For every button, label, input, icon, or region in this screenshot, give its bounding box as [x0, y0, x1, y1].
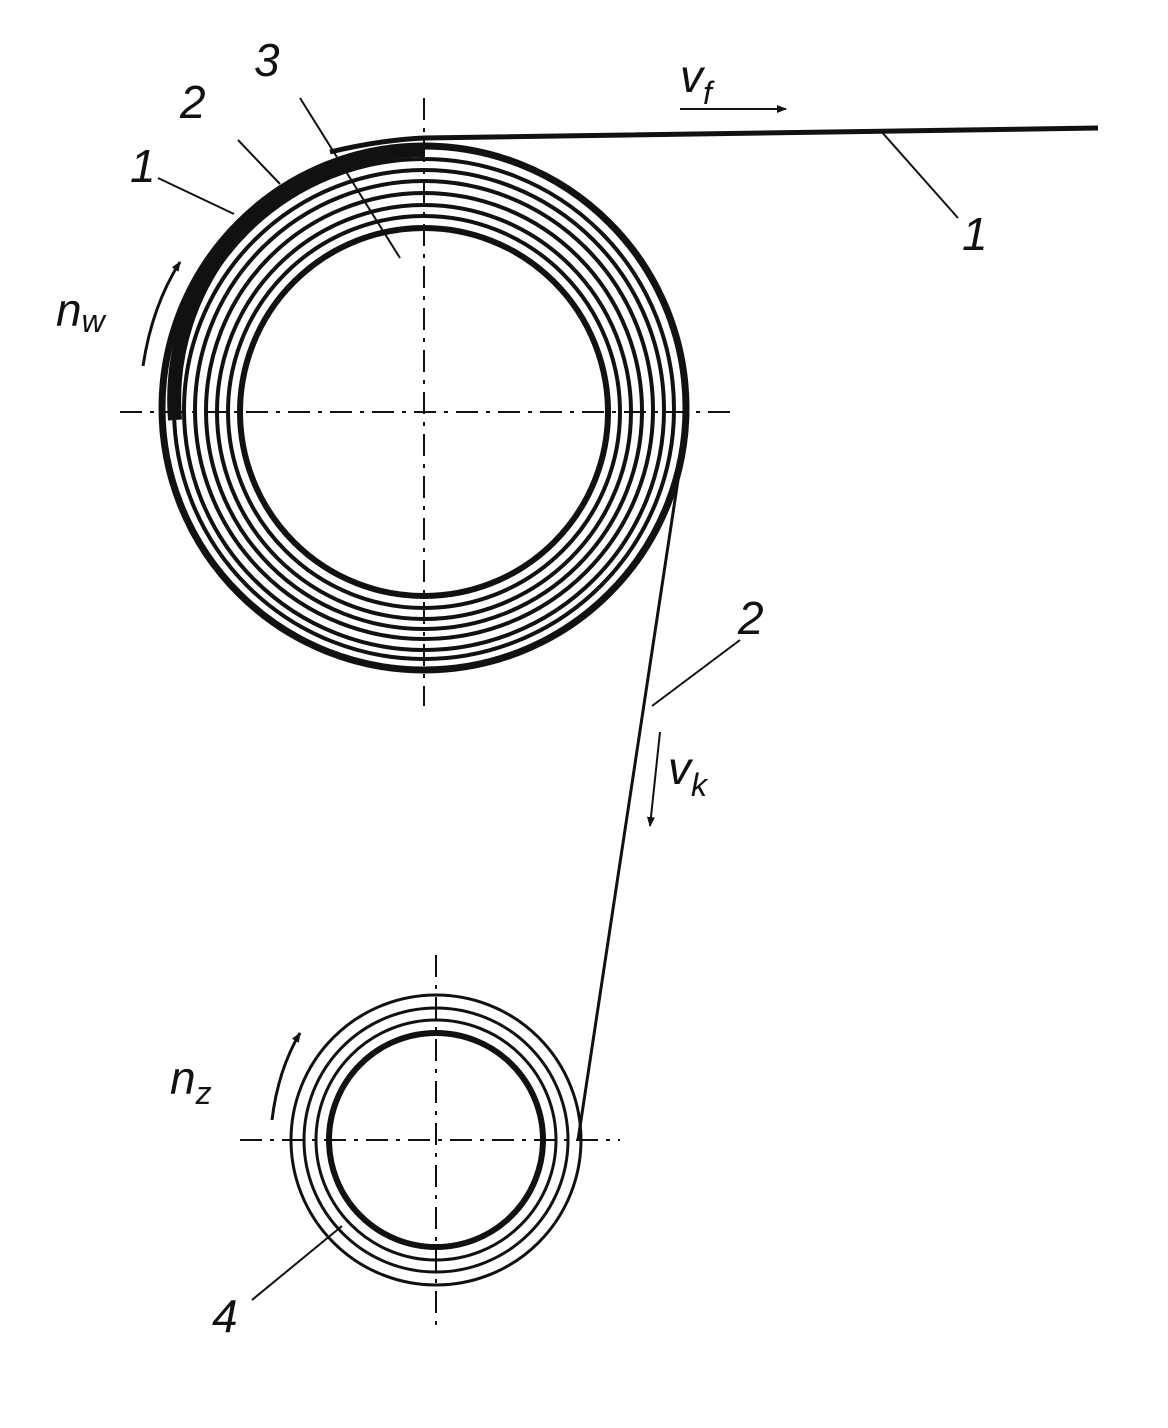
lower-roll-layer — [314, 1018, 558, 1262]
upper-roll-dense-band — [167, 143, 425, 421]
symbol-cable-speed-base: v — [668, 742, 694, 794]
symbol-cable-speed: vk — [668, 742, 709, 803]
leader-line-cable-strip — [651, 639, 741, 707]
label-second-layer: 2 — [179, 76, 206, 128]
upper-roll-core — [237, 225, 611, 599]
symbol-upper-rotation: nw — [56, 284, 107, 339]
upper-rotation-arrow — [141, 261, 182, 367]
upper-roll — [120, 98, 730, 706]
symbol-lower-rotation-base: n — [170, 1052, 196, 1104]
label-lower-roll: 4 — [212, 1290, 238, 1342]
film-strip — [329, 125, 1099, 155]
leader-line-outer-layer — [157, 177, 235, 215]
leader-line-second-layer — [237, 139, 281, 185]
lower-rotation-arrow — [270, 1032, 302, 1121]
upper-roll-layer — [215, 203, 633, 621]
symbol-lower-rotation: nz — [170, 1052, 212, 1111]
upper-roll-layer — [182, 168, 666, 652]
upper-roll-layer — [158, 142, 690, 674]
symbol-film-speed-sub: f — [703, 75, 715, 111]
leader-line-core — [299, 97, 401, 259]
label-core: 3 — [254, 34, 280, 86]
label-film-strip: 1 — [962, 208, 988, 260]
lower-roll-layer — [289, 993, 583, 1287]
symbol-upper-rotation-base: n — [56, 284, 82, 336]
cable-strip — [576, 413, 690, 1141]
upper-roll-layer — [226, 214, 622, 610]
label-outer-layer: 1 — [130, 140, 156, 192]
cable-speed-arrow — [646, 731, 661, 827]
symbol-film-speed: vf — [680, 50, 715, 111]
upper-roll-layer — [193, 179, 655, 641]
lower-roll — [240, 955, 620, 1330]
leader-line-lower-roll — [251, 1225, 343, 1301]
leader-line-film-strip — [879, 129, 959, 219]
lower-roll-layer — [302, 1006, 570, 1274]
symbol-upper-rotation-sub: w — [82, 303, 107, 339]
symbol-film-speed-base: v — [680, 50, 706, 102]
label-cable-strip: 2 — [737, 592, 764, 644]
lower-roll-core — [326, 1030, 546, 1250]
upper-roll-layer — [204, 191, 644, 631]
symbol-lower-rotation-sub: z — [195, 1075, 212, 1111]
symbol-cable-speed-sub: k — [691, 767, 709, 803]
